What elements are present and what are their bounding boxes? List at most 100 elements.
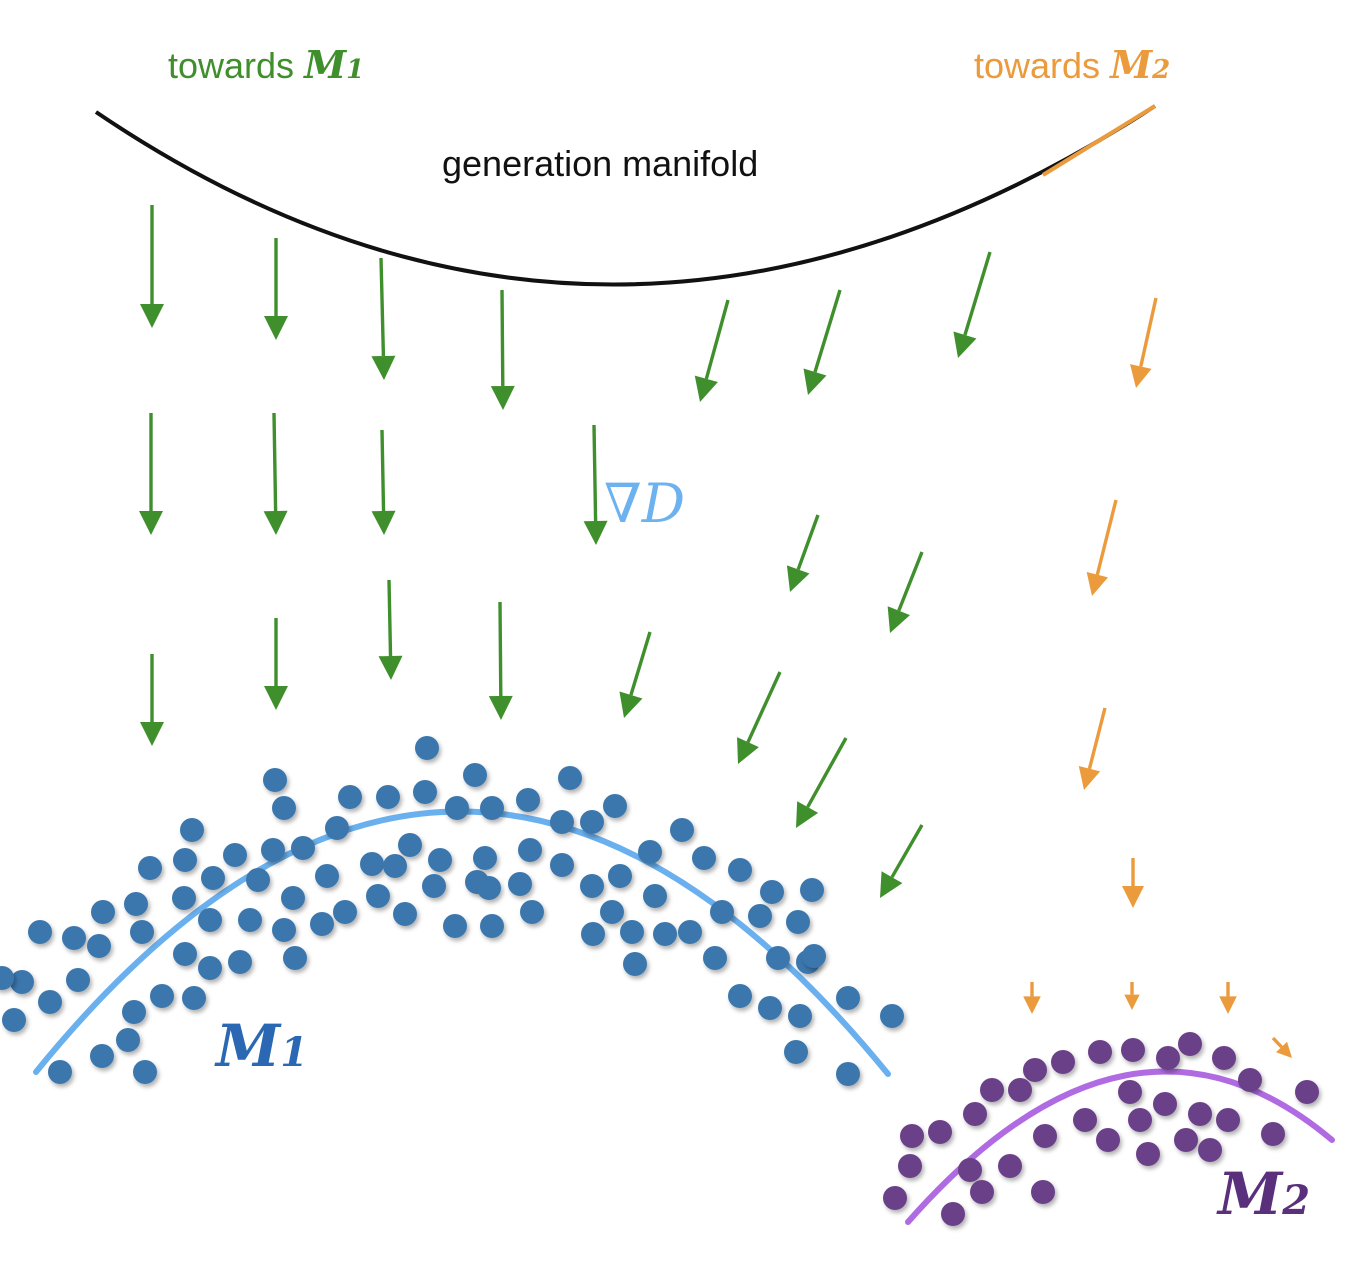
m2-data-point xyxy=(883,1186,907,1210)
m2-data-point xyxy=(1188,1102,1212,1126)
m1-data-point xyxy=(0,966,14,990)
green-arrow-head xyxy=(264,686,288,710)
m1-data-point xyxy=(758,996,782,1020)
m1-data-point xyxy=(473,846,497,870)
m2-data-point xyxy=(898,1154,922,1178)
green-arrow-head xyxy=(880,871,903,898)
m1-data-point xyxy=(283,946,307,970)
green-arrow-shaft xyxy=(813,289,842,373)
green-arrow-shaft xyxy=(379,257,386,357)
m1-data-point xyxy=(608,864,632,888)
m1-data-point xyxy=(182,986,206,1010)
m1-data-point xyxy=(880,1004,904,1028)
m1-manifold-curve xyxy=(33,808,891,1077)
m2-data-point xyxy=(1212,1046,1236,1070)
m2-data-point xyxy=(928,1120,952,1144)
m1-data-point xyxy=(443,914,467,938)
m1-data-point xyxy=(692,846,716,870)
green-arrow xyxy=(619,631,652,718)
green-arrow-head xyxy=(953,331,977,358)
orange-arrow-head xyxy=(1078,765,1101,790)
m1-data-point xyxy=(263,768,287,792)
m1-data-point xyxy=(678,920,702,944)
green-arrow-head xyxy=(140,722,164,746)
m1-data-point xyxy=(508,872,532,896)
m2-data-point xyxy=(970,1180,994,1204)
m1-data-point xyxy=(238,908,262,932)
m2-data-point xyxy=(1118,1080,1142,1104)
m1-data-point xyxy=(728,858,752,882)
orange-arrow-shaft xyxy=(1271,1036,1283,1049)
green-arrow-shaft xyxy=(897,551,924,612)
green-arrow-shaft xyxy=(746,671,782,743)
m1-data-point xyxy=(91,900,115,924)
green-arrow-head xyxy=(796,801,819,828)
green-arrow-head xyxy=(490,385,515,410)
generation-manifold-label: generation manifold xyxy=(442,143,758,184)
m1-data-point xyxy=(310,912,334,936)
m2-data-point xyxy=(1051,1050,1075,1074)
m2-data-point xyxy=(1096,1128,1120,1152)
green-arrow-head xyxy=(619,691,643,718)
green-arrow-head xyxy=(488,695,513,720)
orange-arrow xyxy=(1023,982,1041,1014)
orange-arrow-shaft xyxy=(1139,297,1158,367)
m1-data-point xyxy=(150,984,174,1008)
green-arrow xyxy=(796,737,848,828)
green-arrow-head xyxy=(139,511,163,535)
m1-data-point xyxy=(291,836,315,860)
m1-data-point xyxy=(516,788,540,812)
m1-data-point xyxy=(173,848,197,872)
m1-data-point xyxy=(272,796,296,820)
green-arrow xyxy=(694,299,730,402)
m1-data-point xyxy=(393,902,417,926)
m1-data-point xyxy=(38,990,62,1014)
m2-data-point xyxy=(1178,1032,1202,1056)
green-arrow xyxy=(263,412,288,535)
green-arrow-shaft xyxy=(592,424,598,522)
m1-data-point xyxy=(428,848,452,872)
green-arrow-head xyxy=(371,510,396,535)
green-arrow-shaft xyxy=(963,251,992,336)
m2-data-point xyxy=(941,1202,965,1226)
m1-data-point xyxy=(550,810,574,834)
green-arrow xyxy=(953,251,992,358)
m1-data-point xyxy=(173,942,197,966)
m1-data-point xyxy=(518,838,542,862)
green-arrow-shaft xyxy=(796,514,820,571)
green-arrow-shaft xyxy=(387,579,393,657)
green-arrow-head xyxy=(786,565,810,592)
m2-data-point xyxy=(1238,1068,1262,1092)
m1-data-point xyxy=(836,1062,860,1086)
orange-arrow-head xyxy=(1086,571,1109,596)
m2-data-point xyxy=(1033,1124,1057,1148)
green-gradient-arrows xyxy=(139,205,992,898)
m2-data-point xyxy=(1216,1108,1240,1132)
green-arrow xyxy=(371,257,396,380)
m1-data-point xyxy=(172,886,196,910)
m1-data-point xyxy=(800,878,824,902)
m1-data-point xyxy=(2,1008,26,1032)
m1-data-point xyxy=(760,880,784,904)
m1-data-point xyxy=(90,1044,114,1068)
m1-data-point xyxy=(124,892,148,916)
green-arrow-shaft xyxy=(272,412,278,512)
green-arrow xyxy=(887,551,924,633)
m1-data-point xyxy=(480,914,504,938)
m1-data-point xyxy=(28,920,52,944)
green-arrow xyxy=(583,424,608,545)
green-arrow xyxy=(264,618,288,710)
m1-data-point xyxy=(643,884,667,908)
m1-data-point xyxy=(87,934,111,958)
m1-label: M1 xyxy=(214,1012,308,1080)
m1-data-point xyxy=(116,1028,140,1052)
green-arrow-head xyxy=(140,304,164,328)
m2-label: M2 xyxy=(1216,1160,1310,1228)
m1-data-point xyxy=(480,796,504,820)
green-arrow xyxy=(378,579,403,680)
m2-data-point xyxy=(1073,1108,1097,1132)
m1-data-point xyxy=(413,780,437,804)
m2-data-point xyxy=(1008,1078,1032,1102)
m1-data-point xyxy=(360,852,384,876)
